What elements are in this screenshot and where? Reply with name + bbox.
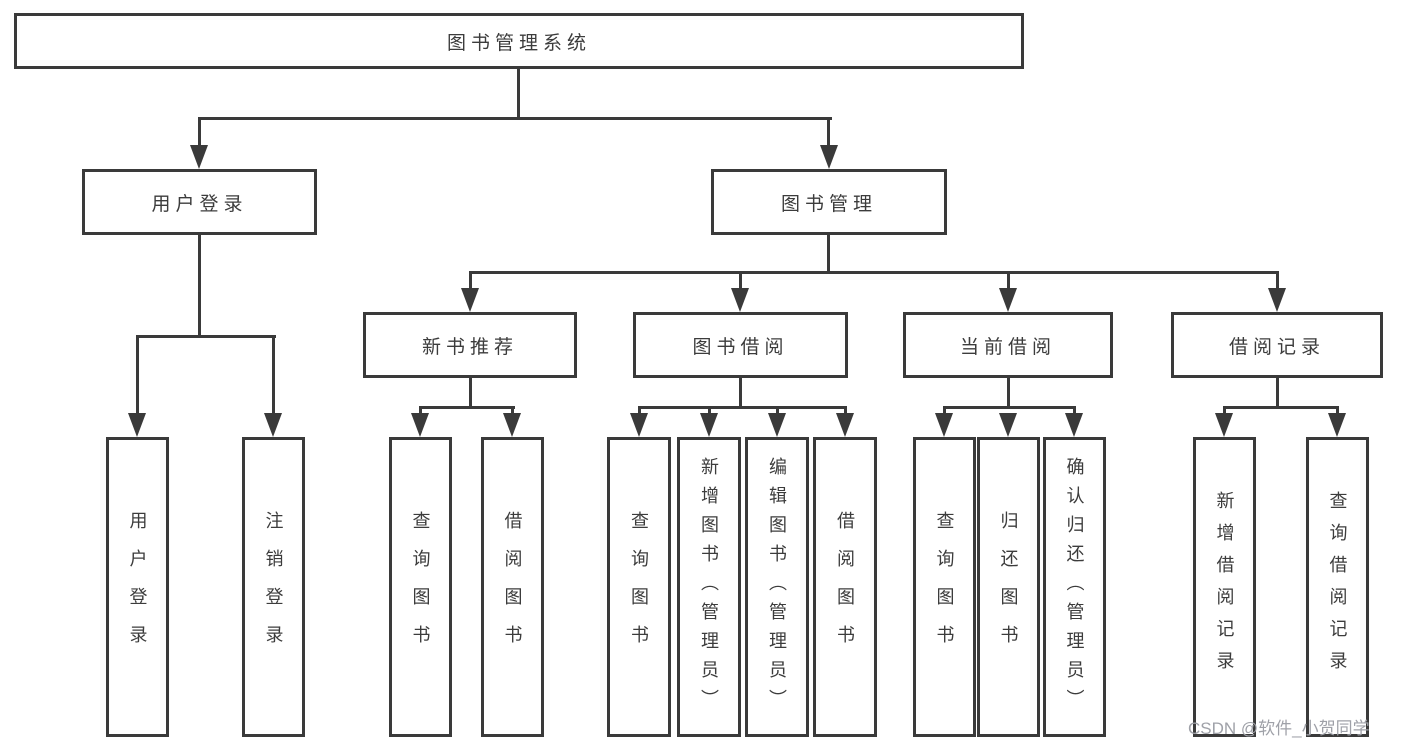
leaf-recommend-borrow-books-label: 借阅图书	[502, 511, 523, 663]
arrow-down-icon	[411, 413, 429, 437]
arrow-down-icon	[999, 413, 1017, 437]
leaf-recommend-borrow-books: 借阅图书	[481, 437, 544, 737]
arrow-down-icon	[1215, 413, 1233, 437]
arrow-down-icon	[630, 413, 648, 437]
connector-line	[943, 406, 1076, 409]
arrow-down-icon	[700, 413, 718, 437]
node-book-management-label: 图书管理	[780, 193, 877, 215]
node-user-login-label: 用户登录	[151, 193, 248, 215]
connector-line	[1223, 406, 1226, 418]
node-book-borrowing-label: 图书借阅	[692, 336, 789, 358]
node-new-book-recommend-label: 新书推荐	[421, 336, 518, 358]
node-library-management-system-label: 图书管理系统	[446, 32, 591, 54]
leaf-borrowing-query-books: 查询图书	[607, 437, 671, 737]
connector-line	[419, 406, 515, 409]
leaf-current-confirm-return: 确认归还（管理员）	[1043, 437, 1106, 737]
leaf-borrowing-borrow-books: 借阅图书	[813, 437, 877, 737]
connector-line	[198, 117, 201, 147]
leaf-records-add-record-label: 新增借阅记录	[1214, 491, 1235, 683]
arrow-down-icon	[461, 288, 479, 312]
arrow-down-icon	[1268, 288, 1286, 312]
leaf-current-return-books-label: 归还图书	[998, 511, 1019, 663]
arrow-down-icon	[935, 413, 953, 437]
node-book-borrowing: 图书借阅	[633, 312, 848, 378]
node-borrowing-records-label: 借阅记录	[1228, 336, 1325, 358]
connector-line	[827, 235, 830, 274]
connector-line	[776, 406, 779, 418]
leaf-logout: 注销登录	[242, 437, 305, 737]
connector-line	[511, 406, 514, 418]
connector-line	[1336, 406, 1339, 418]
connector-line	[943, 406, 946, 418]
node-current-borrowing: 当前借阅	[903, 312, 1113, 378]
connector-line	[1223, 406, 1339, 409]
connector-line	[469, 271, 472, 291]
node-borrowing-records: 借阅记录	[1171, 312, 1383, 378]
arrow-down-icon	[820, 145, 838, 169]
connector-line	[827, 117, 830, 147]
arrow-down-icon	[190, 145, 208, 169]
leaf-recommend-query-books: 查询图书	[389, 437, 452, 737]
leaf-recommend-query-books-label: 查询图书	[410, 511, 431, 663]
node-new-book-recommend: 新书推荐	[363, 312, 577, 378]
leaf-current-query-books: 查询图书	[913, 437, 976, 737]
connector-line	[419, 406, 422, 418]
arrow-down-icon	[1328, 413, 1346, 437]
connector-line	[739, 378, 742, 409]
connector-line	[198, 235, 201, 338]
arrow-down-icon	[731, 288, 749, 312]
connector-line	[638, 406, 847, 409]
connector-line	[844, 406, 847, 418]
leaf-borrowing-edit-books-label: 编辑图书（管理员）	[767, 456, 787, 718]
node-book-management: 图书管理	[711, 169, 947, 235]
leaf-borrowing-edit-books: 编辑图书（管理员）	[745, 437, 809, 737]
connector-line	[136, 335, 139, 415]
connector-line	[198, 117, 832, 120]
leaf-current-query-books-label: 查询图书	[934, 511, 955, 663]
connector-line	[739, 271, 742, 291]
csdn-watermark: CSDN @软件_小贺同学	[1188, 719, 1370, 738]
connector-line	[1276, 378, 1279, 409]
node-library-management-system: 图书管理系统	[14, 13, 1024, 69]
leaf-borrowing-query-books-label: 查询图书	[629, 511, 649, 663]
connector-line	[1073, 406, 1076, 418]
leaf-logout-label: 注销登录	[263, 511, 284, 663]
connector-line	[708, 406, 711, 418]
connector-line	[469, 271, 1279, 274]
connector-line	[1007, 271, 1010, 291]
node-current-borrowing-label: 当前借阅	[959, 336, 1056, 358]
connector-line	[1276, 271, 1279, 291]
connector-line	[638, 406, 641, 418]
arrow-down-icon	[836, 413, 854, 437]
leaf-user-login-label: 用户登录	[127, 511, 148, 663]
connector-line	[1007, 378, 1010, 409]
arrow-down-icon	[1065, 413, 1083, 437]
leaf-records-add-record: 新增借阅记录	[1193, 437, 1256, 737]
leaf-borrowing-add-books-label: 新增图书（管理员）	[699, 456, 719, 718]
arrow-down-icon	[264, 413, 282, 437]
connector-line	[136, 335, 276, 338]
leaf-borrowing-add-books: 新增图书（管理员）	[677, 437, 741, 737]
connector-line	[517, 69, 520, 119]
leaf-current-confirm-return-label: 确认归还（管理员）	[1064, 456, 1085, 718]
arrow-down-icon	[128, 413, 146, 437]
leaf-records-query-record-label: 查询借阅记录	[1327, 491, 1348, 683]
arrow-down-icon	[768, 413, 786, 437]
connector-line	[272, 335, 275, 415]
leaf-current-return-books: 归还图书	[977, 437, 1040, 737]
leaf-borrowing-borrow-books-label: 借阅图书	[835, 511, 855, 663]
arrow-down-icon	[503, 413, 521, 437]
connector-line	[469, 378, 472, 409]
leaf-records-query-record: 查询借阅记录	[1306, 437, 1369, 737]
node-user-login: 用户登录	[82, 169, 317, 235]
arrow-down-icon	[999, 288, 1017, 312]
leaf-user-login: 用户登录	[106, 437, 169, 737]
